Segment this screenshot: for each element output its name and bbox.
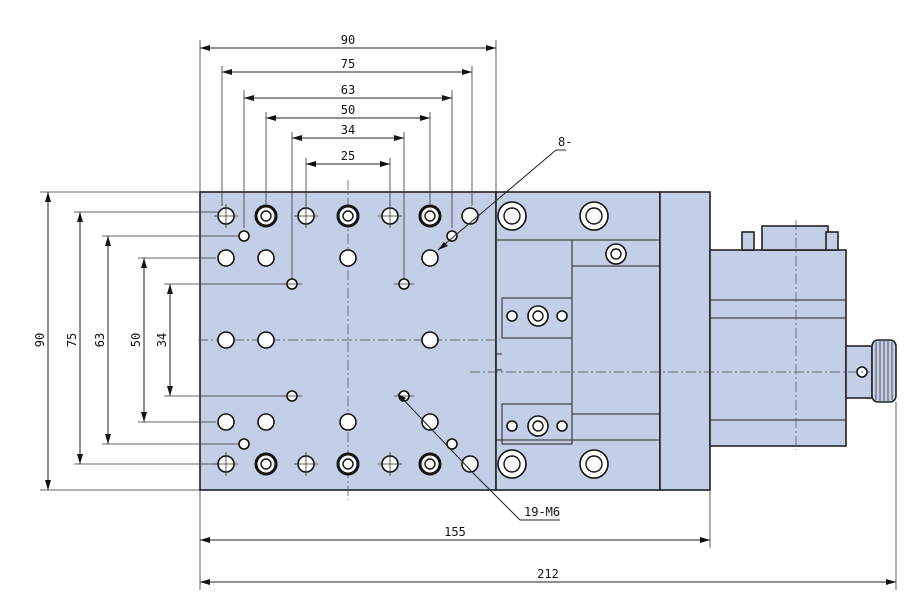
connector-screw-left (741, 231, 755, 251)
callout-leader-8 (437, 149, 566, 251)
callout-holes-8: 8- (558, 135, 572, 149)
dim-left-50: 50 (129, 333, 143, 347)
dim-left-34: 34 (155, 333, 169, 347)
dim-top-90: 90 (341, 33, 355, 47)
center-lines (198, 180, 870, 500)
callout-holes-m6: 19-M6 (524, 505, 560, 519)
dim-top-63: 63 (341, 83, 355, 97)
dim-left-63: 63 (93, 333, 107, 347)
connector-screw-right (825, 231, 839, 251)
dim-left-75: 75 (65, 333, 79, 347)
slide-block-upper (501, 297, 573, 339)
carriage-holes (497, 201, 627, 479)
left-dimensions (40, 191, 286, 491)
dim-top-34: 34 (341, 123, 355, 137)
top-dimensions (199, 40, 497, 280)
dim-bottom-155: 155 (444, 525, 466, 539)
knob-knurling (875, 341, 893, 401)
slide-block-lower (501, 403, 573, 445)
dim-top-50: 50 (341, 103, 355, 117)
callout-leader-m6 (397, 393, 560, 521)
bottom-dimensions (199, 402, 897, 590)
motor-connector (761, 225, 829, 251)
carriage-section (495, 191, 661, 491)
end-block (659, 191, 711, 491)
dim-bottom-212: 212 (537, 567, 559, 581)
dim-top-75: 75 (341, 57, 355, 71)
dim-left-90: 90 (33, 333, 47, 347)
motor-body (709, 249, 847, 447)
dim-top-25: 25 (341, 149, 355, 163)
